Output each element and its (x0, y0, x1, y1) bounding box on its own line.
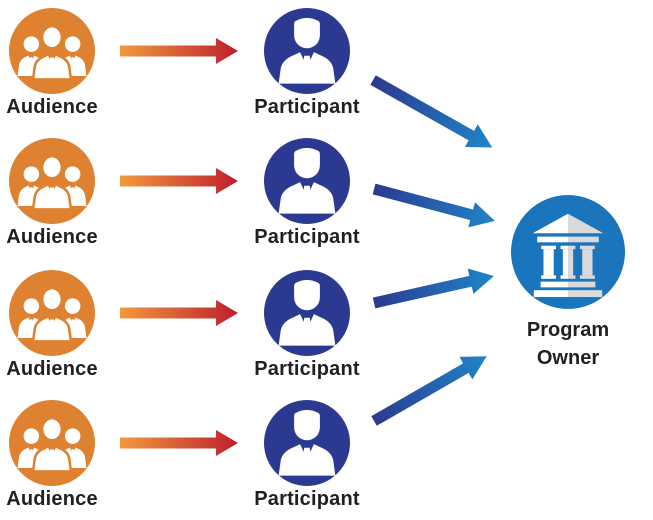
audience-node: Audience (6, 400, 98, 518)
program-owner-label-line1: Program (526, 319, 610, 341)
audience-label: Audience (6, 96, 98, 118)
gradient-arrow-right (120, 168, 238, 194)
participant-label: Participant (254, 226, 360, 248)
participant-label: Participant (254, 96, 360, 118)
program-owner-node: Program Owner (511, 195, 625, 375)
people-group-icon (9, 138, 95, 224)
audience-label: Audience (6, 226, 98, 248)
businessperson-icon (264, 8, 350, 94)
audience-node: Audience (6, 138, 98, 256)
bank-building-icon (511, 195, 625, 309)
participant-label: Participant (254, 358, 360, 380)
participant-node: Participant (254, 138, 360, 256)
people-group-icon (9, 400, 95, 486)
program-owner-label: Program Owner (527, 316, 609, 372)
audience-to-participant-arrow (120, 167, 238, 195)
audience-node: Audience (6, 8, 98, 126)
gradient-arrow-converging (370, 75, 493, 148)
gradient-arrow-right (120, 430, 238, 456)
participant-node: Participant (254, 270, 360, 388)
participant-to-owner-arrow (370, 175, 498, 234)
participant-node: Participant (254, 400, 360, 518)
gradient-arrow-right (120, 300, 238, 326)
audience-label: Audience (6, 358, 98, 380)
businessperson-icon (264, 270, 350, 356)
audience-to-participant-arrow (120, 299, 238, 327)
audience-label: Audience (6, 488, 98, 510)
gradient-arrow-right (120, 38, 238, 64)
gradient-arrow-converging (371, 356, 487, 426)
audience-node: Audience (6, 270, 98, 388)
participant-node: Participant (254, 8, 360, 126)
program-owner-label-line2: Owner (536, 347, 600, 369)
audience-to-participant-arrow (120, 429, 238, 457)
participant-to-owner-arrow (371, 262, 497, 316)
businessperson-icon (264, 400, 350, 486)
participant-to-owner-arrow (367, 344, 494, 433)
gradient-arrow-converging (372, 268, 494, 309)
participant-label: Participant (254, 488, 360, 510)
audience-to-participant-arrow (120, 37, 238, 65)
participant-to-owner-arrow (366, 68, 499, 160)
businessperson-icon (264, 138, 350, 224)
people-group-icon (9, 8, 95, 94)
gradient-arrow-converging (372, 183, 495, 228)
people-group-icon (9, 270, 95, 356)
